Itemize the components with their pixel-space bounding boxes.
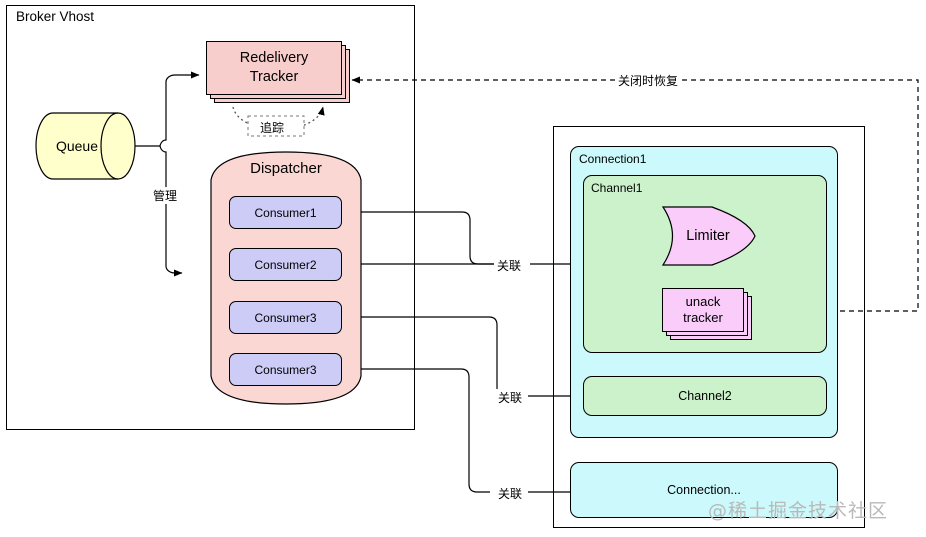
consumer-item-3[interactable]: Consumer3 [229, 301, 342, 334]
channel2-label: Channel2 [678, 389, 732, 403]
consumer-label: Consumer2 [254, 257, 317, 272]
broker-vhost-container [6, 5, 415, 430]
unack-tracker[interactable]: unack tracker [662, 288, 744, 332]
connection-more-container[interactable]: Connection... [570, 462, 838, 518]
unack-tracker-label-line1: unack [685, 294, 721, 309]
assoc-label-3: 关联 [496, 485, 525, 502]
connection-more-label: Connection... [667, 483, 741, 497]
right-outer-container [553, 126, 865, 528]
consumer-label: Consumer3 [254, 310, 317, 325]
consumer-item-2[interactable]: Consumer2 [229, 248, 342, 281]
limiter-label: Limiter [686, 228, 730, 244]
manage-edge-label: 管理 [151, 187, 180, 204]
consumer-item-4[interactable]: Consumer3 [229, 353, 342, 386]
assoc-label-2: 关联 [496, 389, 525, 406]
queue-label: Queue [55, 138, 99, 154]
watermark: @稀土掘金技术社区 [708, 500, 889, 522]
unack-tracker-label-line2: tracker [683, 310, 723, 325]
connection1-title: Connection1 [579, 152, 647, 166]
redelivery-tracker-label-line1: Redelivery [239, 50, 309, 66]
restore-on-close-label: 关闭时恢复 [616, 72, 681, 89]
assoc-label-1: 关联 [495, 257, 524, 274]
dispatcher-title: Dispatcher [250, 160, 322, 177]
channel2-container[interactable]: Channel2 [583, 376, 827, 416]
broker-vhost-title: Broker Vhost [16, 9, 95, 24]
consumer-label: Consumer1 [254, 205, 317, 220]
redelivery-tracker-label-line2: Tracker [249, 69, 299, 85]
consumer-label: Consumer3 [254, 362, 317, 377]
consumer-item-1[interactable]: Consumer1 [229, 196, 342, 229]
trace-edge-label: 追踪 [260, 121, 285, 135]
redelivery-tracker[interactable]: Redelivery Tracker [206, 41, 342, 95]
channel1-title: Channel1 [591, 181, 643, 195]
